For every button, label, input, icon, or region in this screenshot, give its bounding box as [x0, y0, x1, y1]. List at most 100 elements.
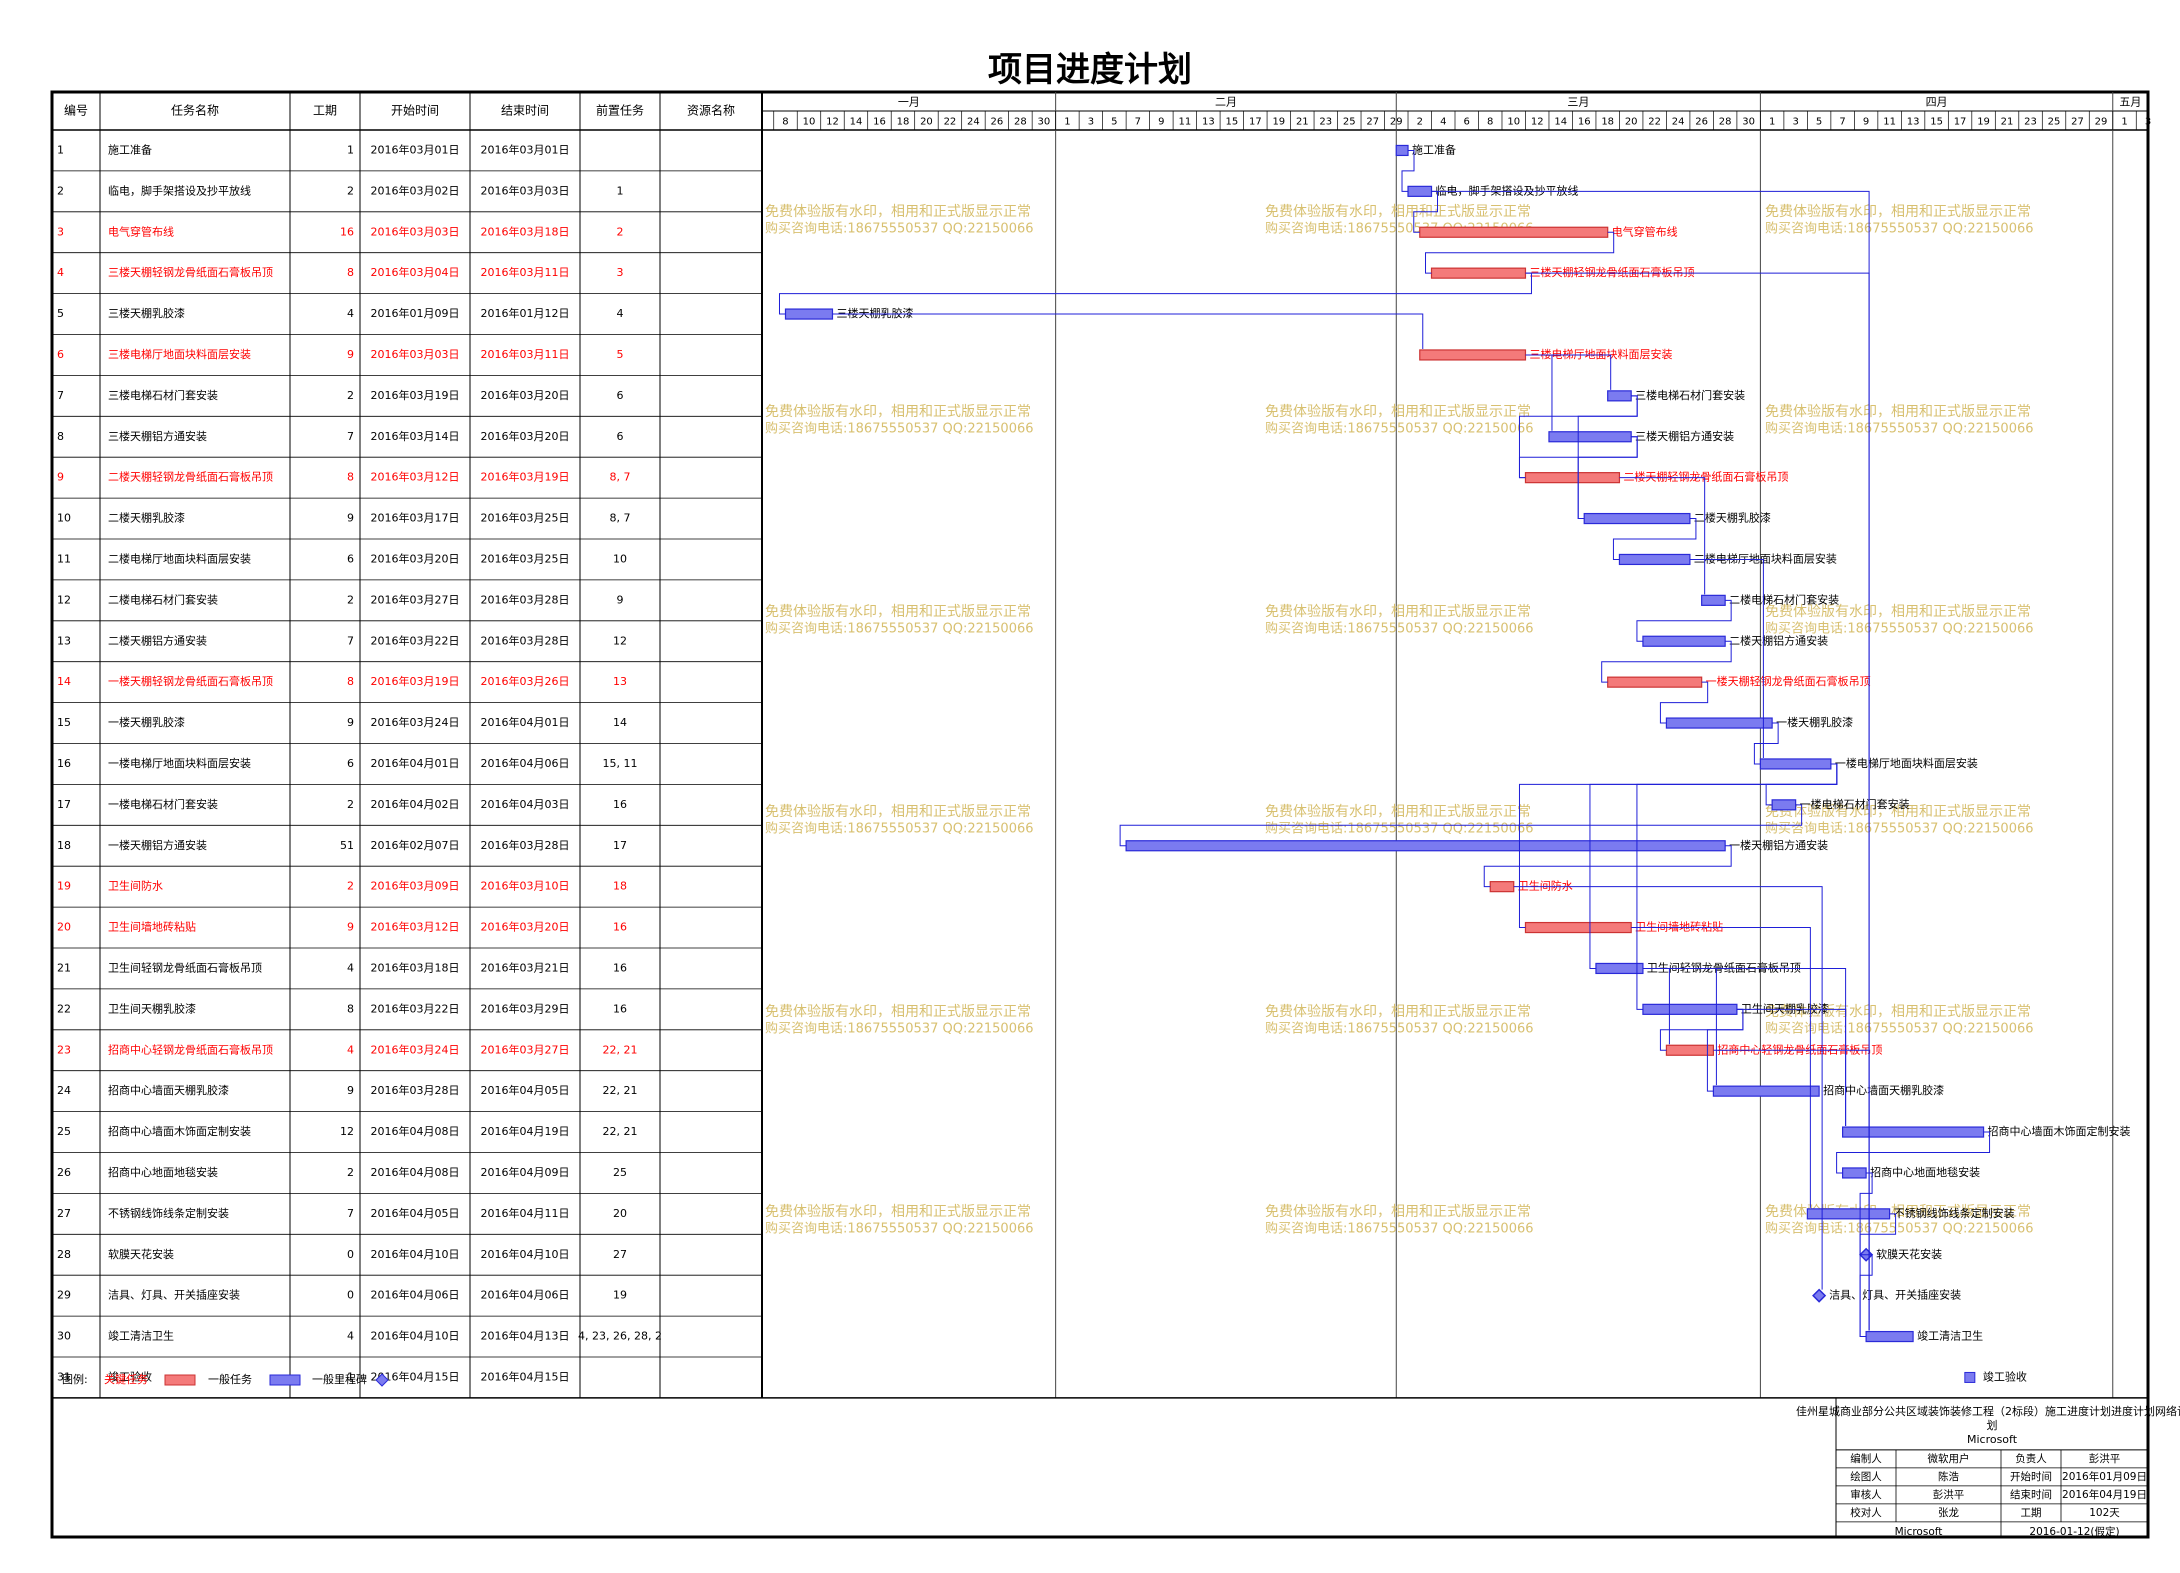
task-predecessors: 2: [617, 225, 624, 238]
task-bar: [1607, 676, 1703, 688]
task-id: 9: [57, 471, 64, 484]
watermark-line2: 购买咨询电话:18675550537 QQ:22150066: [765, 421, 1034, 437]
footer-bottom-left: Microsoft: [1895, 1526, 1943, 1538]
task-id: 14: [57, 675, 71, 688]
task-duration: 8: [347, 471, 354, 484]
watermark-line2: 购买咨询电话:18675550537 QQ:22150066: [1265, 1221, 1534, 1237]
task-name: 二楼电梯厅地面块料面层安装: [108, 551, 251, 565]
task-duration: 4: [347, 961, 354, 974]
watermark-line2: 购买咨询电话:18675550537 QQ:22150066: [1265, 421, 1534, 437]
task-predecessors: 9: [617, 593, 624, 606]
bar-label: 一楼天棚乳胶漆: [1776, 715, 1853, 729]
watermark-line1: 免费体验版有水印，相用和正式版显示正常: [765, 204, 1031, 220]
day-label: 12: [1531, 117, 1544, 128]
task-duration: 4: [347, 307, 354, 320]
task-id: 22: [57, 1002, 71, 1015]
task-predecessors: 22, 21: [603, 1043, 638, 1056]
task-duration: 9: [347, 512, 354, 525]
task-end: 2016年03月10日: [481, 879, 570, 893]
task-end: 2016年04月01日: [481, 715, 570, 729]
task-start: 2016年03月20日: [371, 551, 460, 565]
day-label: 16: [1578, 117, 1591, 128]
column-header: 工期: [313, 104, 337, 118]
task-predecessors: 13: [613, 675, 627, 688]
dependency-link: [1425, 231, 1615, 274]
task-end: 2016年03月21日: [481, 960, 570, 974]
task-id: 7: [57, 389, 64, 402]
watermark-line2: 购买咨询电话:18675550537 QQ:22150066: [1765, 1021, 2034, 1037]
watermark-line1: 免费体验版有水印，相用和正式版显示正常: [1265, 404, 1531, 420]
task-id: 27: [57, 1207, 71, 1220]
task-bar: [1524, 472, 1621, 484]
task-bar: [1701, 594, 1726, 606]
month-label: 三月: [1567, 96, 1589, 109]
task-predecessors: 6: [617, 430, 624, 443]
legend-milestone-swatch: [375, 1373, 389, 1387]
watermark-line1: 免费体验版有水印，相用和正式版显示正常: [1765, 204, 2031, 220]
day-label: 28: [1014, 117, 1027, 128]
task-start: 2016年03月14日: [371, 429, 460, 443]
day-label: 25: [1343, 117, 1356, 128]
bar-label: 施工准备: [1412, 142, 1456, 156]
task-predecessors: 22, 21: [603, 1084, 638, 1097]
dependency-link: [1859, 1213, 1897, 1256]
footer-project-line2: 划: [1987, 1419, 1998, 1432]
task-predecessors: 15, 11: [603, 757, 638, 770]
day-label: 9: [1863, 117, 1869, 128]
watermark-line1: 免费体验版有水印，相用和正式版显示正常: [1265, 604, 1531, 620]
task-duration: 9: [347, 716, 354, 729]
task-duration: 1: [347, 1370, 354, 1383]
task-start: 2016年04月02日: [371, 797, 460, 811]
column-header: 任务名称: [171, 103, 219, 118]
task-start: 2016年01月09日: [371, 306, 460, 320]
column-header: 资源名称: [687, 103, 735, 118]
task-predecessors: 27: [613, 1248, 627, 1261]
dependency-link: [832, 313, 1424, 349]
footer-cell: 陈浩: [1938, 1470, 1960, 1483]
footer-cell: 2016年04月19日: [2062, 1488, 2147, 1501]
task-predecessors: 4: [617, 307, 624, 320]
task-name: 招商中心轻钢龙骨纸面石膏板吊顶: [108, 1042, 273, 1056]
task-predecessors: 16: [613, 1002, 627, 1015]
task-end: 2016年04月03日: [481, 797, 570, 811]
task-duration: 2: [347, 1166, 354, 1179]
dependency-link: [1753, 722, 1779, 765]
dependency-link: [1836, 1131, 1991, 1174]
month-label: 五月: [2119, 96, 2141, 109]
task-start: 2016年04月05日: [371, 1206, 460, 1220]
watermark-line1: 免费体验版有水印，相用和正式版显示正常: [765, 404, 1031, 420]
day-label: 15: [1225, 117, 1238, 128]
task-start: 2016年03月03日: [371, 347, 460, 361]
day-label: 24: [1672, 117, 1685, 128]
task-start: 2016年03月24日: [371, 1042, 460, 1056]
watermark-line2: 购买咨询电话:18675550537 QQ:22150066: [1265, 621, 1534, 637]
dependency-link: [1859, 1254, 1873, 1338]
task-start: 2016年02月07日: [371, 838, 460, 852]
watermark-line1: 免费体验版有水印，相用和正式版显示正常: [1265, 204, 1531, 220]
task-id: 25: [57, 1125, 71, 1138]
dependency-link: [1631, 927, 1811, 1208]
task-end: 2016年04月11日: [481, 1206, 570, 1220]
task-end: 2016年04月06日: [481, 756, 570, 770]
watermark-line2: 购买咨询电话:18675550537 QQ:22150066: [765, 1021, 1034, 1037]
task-predecessors: 17: [613, 839, 627, 852]
legend-critical-label: 关键任务: [104, 1372, 148, 1386]
day-label: 30: [1742, 117, 1755, 128]
footer-project-line1: 佳州星城商业部分公共区域装饰装修工程（2标段）施工进度计划进度计划网络计: [1796, 1404, 2180, 1418]
task-id: 13: [57, 634, 71, 647]
task-predecessors: 8, 7: [610, 471, 631, 484]
task-duration: 16: [340, 225, 354, 238]
month-label: 四月: [1926, 96, 1948, 109]
task-name: 竣工清洁卫生: [108, 1329, 174, 1343]
task-bar: [1759, 758, 1832, 770]
watermark-line2: 购买咨询电话:18675550537 QQ:22150066: [1265, 821, 1534, 837]
task-name: 一楼天棚乳胶漆: [108, 715, 185, 729]
task-duration: 2: [347, 389, 354, 402]
day-label: 5: [1816, 117, 1822, 128]
task-bar: [1595, 962, 1644, 975]
bar-label: 三楼电梯厅地面块料面层安装: [1529, 347, 1672, 361]
task-end: 2016年03月28日: [481, 838, 570, 852]
watermark-line2: 购买咨询电话:18675550537 QQ:22150066: [765, 221, 1034, 237]
task-id: 5: [57, 307, 64, 320]
footer-cell: 彭洪平: [2089, 1452, 2121, 1465]
